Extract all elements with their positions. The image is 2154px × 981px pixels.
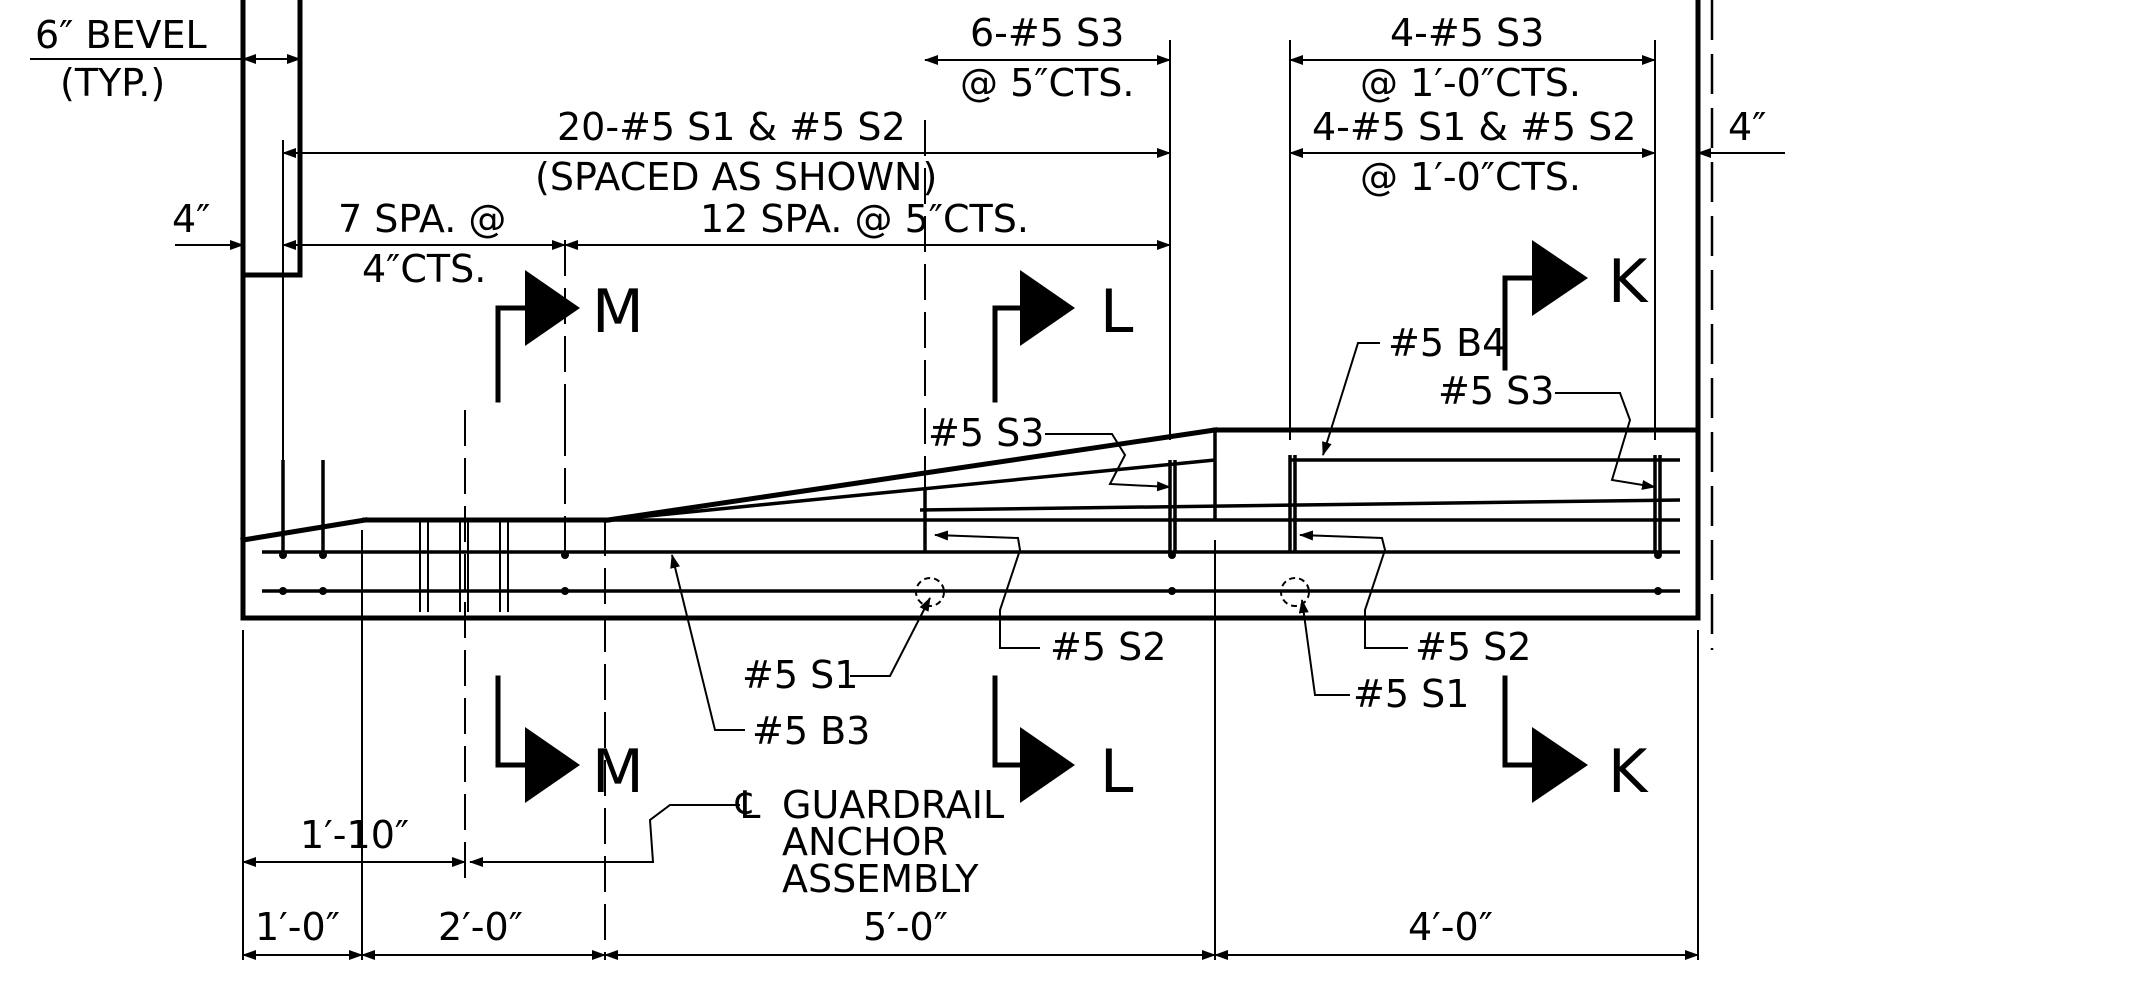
- left-4in-dimension: 4″: [172, 197, 244, 250]
- typ-label: (TYP.): [60, 61, 165, 105]
- s3-6-dimension: 6-#5 S3 @ 5″CTS.: [924, 11, 1171, 105]
- cts4-label: 4″CTS.: [362, 247, 486, 291]
- s3-4-dimension: 4-#5 S3 @ 1′-0″CTS.: [1289, 11, 1656, 105]
- callout-b3: #5 B3: [670, 554, 870, 753]
- s1s2-4-label: 4-#5 S1 & #5 S2: [1312, 105, 1636, 149]
- callout-s2-mid: #5 S2: [934, 530, 1166, 669]
- s2-right-label: #5 S2: [1415, 625, 1531, 669]
- extension-lines: [242, 40, 1699, 960]
- wall-outline: [240, 0, 1714, 650]
- s1s2-20-label: 20-#5 S1 & #5 S2: [557, 105, 906, 149]
- section-m-top-label: M: [592, 277, 644, 347]
- callout-s3-right: #5 S3: [1438, 369, 1656, 490]
- s3-6-label: 6-#5 S3: [970, 11, 1124, 55]
- guardrail-line2: ANCHOR: [782, 820, 948, 864]
- vertical-stirrups: [279, 420, 1662, 595]
- b3-label: #5 B3: [752, 709, 870, 753]
- s1s2-4-dimension: 4-#5 S1 & #5 S2 @ 1′-0″CTS.: [1289, 105, 1656, 199]
- left-4in-label: 4″: [172, 197, 210, 241]
- right-4in-label: 4″: [1728, 105, 1766, 149]
- callout-s2-right: #5 S2: [1299, 530, 1531, 669]
- anchor-bars: [419, 520, 509, 612]
- cts5-label: @ 5″CTS.: [960, 61, 1134, 105]
- dim-4-0-label: 4′-0″: [1408, 905, 1493, 949]
- dim-1-10-label: 1′-10″: [300, 813, 409, 857]
- section-marker-k-top: K: [1502, 240, 1649, 371]
- cts1ft-b-label: @ 1′-0″CTS.: [1360, 155, 1581, 199]
- callout-b4: #5 B4: [1322, 321, 1506, 456]
- b4-label: #5 B4: [1388, 321, 1506, 365]
- spa7-label: 7 SPA. @: [338, 197, 506, 241]
- callout-s1-right: #5 S1: [1298, 599, 1469, 716]
- spa12-label: 12 SPA. @ 5″CTS.: [700, 197, 1029, 241]
- spaced-label: (SPACED AS SHOWN): [535, 155, 937, 199]
- cts1ft-a-label: @ 1′-0″CTS.: [1360, 61, 1581, 105]
- right-4in-dimension: 4″: [1697, 105, 1785, 158]
- section-k-bottom-label: K: [1608, 737, 1649, 807]
- section-l-bottom-label: L: [1100, 737, 1134, 807]
- dim-bottom-row: 1′-0″ 2′-0″ 5′-0″ 4′-0″: [242, 905, 1699, 960]
- s2-mid-label: #5 S2: [1050, 625, 1166, 669]
- s3-right-label: #5 S3: [1438, 369, 1554, 413]
- section-marker-l-bottom: L: [992, 675, 1134, 807]
- callout-s1-mid: #5 S1: [742, 597, 931, 697]
- guardrail-line1: GUARDRAIL: [782, 783, 1004, 827]
- section-marker-l-top: L: [992, 270, 1134, 403]
- bevel-label: 6″ BEVEL: [35, 13, 207, 57]
- section-marker-m-top: M: [495, 270, 644, 403]
- slab-top-surface: [240, 427, 1701, 543]
- s3-mid-label: #5 S3: [928, 411, 1044, 455]
- cl-symbol: ℄: [735, 783, 761, 827]
- bevel-dimension: 6″ BEVEL (TYP.): [30, 13, 301, 105]
- s1s2-20-dimension: 20-#5 S1 & #5 S2 (SPACED AS SHOWN): [282, 105, 1171, 199]
- dim-1-0-label: 1′-0″: [255, 905, 340, 949]
- guardrail-line3: ASSEMBLY: [782, 857, 979, 901]
- callout-s3-mid: #5 S3: [928, 411, 1171, 492]
- section-marker-k-bottom: K: [1502, 675, 1649, 807]
- dim-5-0-label: 5′-0″: [863, 905, 948, 949]
- horizontal-bars: [262, 458, 1681, 593]
- s1-mid-label: #5 S1: [742, 653, 858, 697]
- callout-guardrail: ℄ GUARDRAIL ANCHOR ASSEMBLY: [469, 783, 1004, 901]
- spa7-dimension: 7 SPA. @ 4″CTS.: [282, 197, 566, 291]
- s1-right-label: #5 S1: [1353, 672, 1469, 716]
- dim-2-0-label: 2′-0″: [438, 905, 523, 949]
- s3-4-label: 4-#5 S3: [1390, 11, 1544, 55]
- spa12-dimension: 12 SPA. @ 5″CTS.: [564, 197, 1171, 250]
- dim-1-10: 1′-10″: [242, 813, 466, 867]
- section-marker-m-bottom: M: [495, 675, 644, 807]
- section-m-bottom-label: M: [592, 737, 644, 807]
- section-k-top-label: K: [1608, 247, 1649, 317]
- section-l-top-label: L: [1100, 277, 1134, 347]
